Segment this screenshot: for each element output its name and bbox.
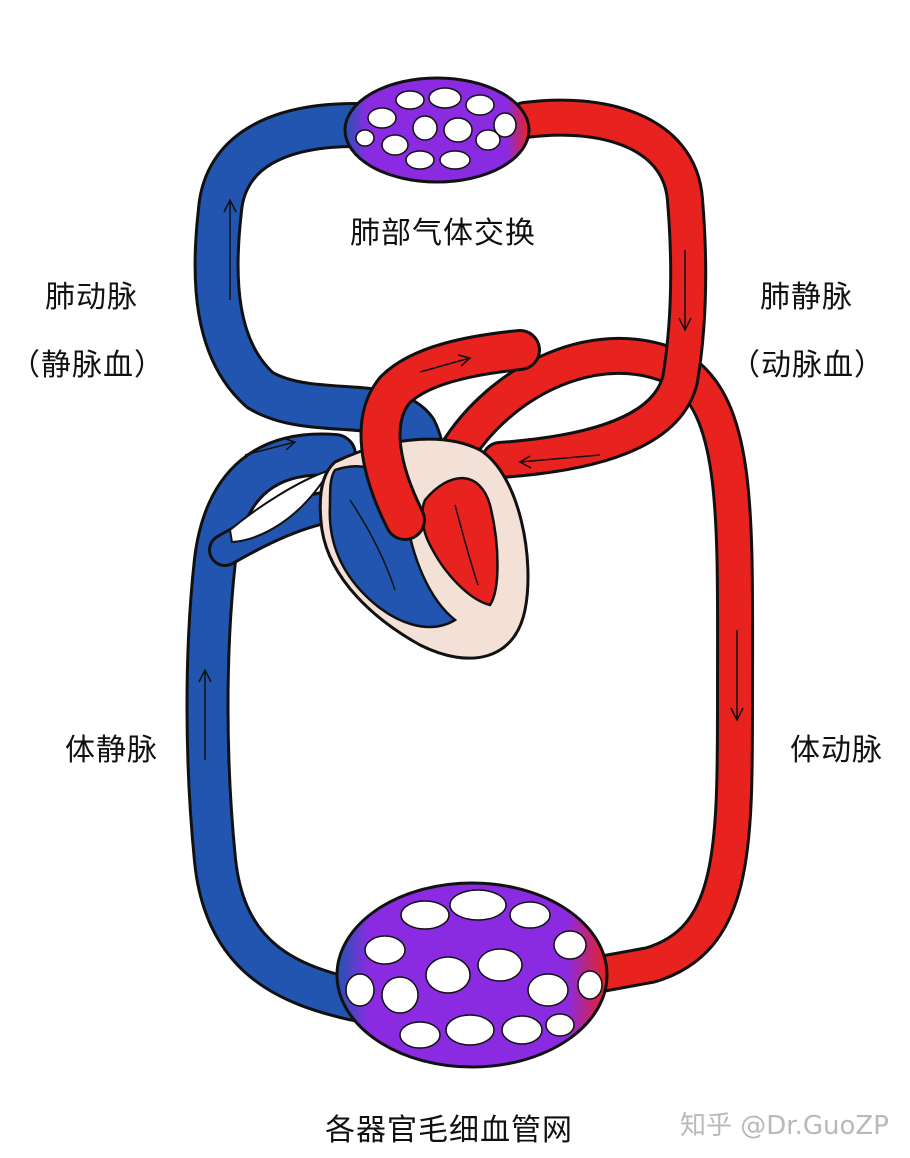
label-systemic-vein: 体静脉 <box>65 733 158 768</box>
pulmonary-artery-vessel <box>193 102 446 543</box>
label-pulmonary-artery-note: （静脉血） <box>10 348 165 383</box>
systemic-vein-vessel <box>185 432 377 1022</box>
arrow-aorta <box>419 354 472 373</box>
arrow-pulmonary-vein <box>678 250 692 332</box>
lung-capillary-network <box>343 76 531 184</box>
pulmonary-vein-vessel <box>481 98 708 479</box>
left-ventricle <box>421 476 499 607</box>
label-organ-capillaries: 各器官毛细血管网 <box>325 1113 573 1148</box>
arrow-pulmonary-return <box>518 454 601 469</box>
label-pulmonary-vein: 肺静脉 <box>760 280 853 315</box>
systemic-artery-vessel <box>436 336 755 994</box>
label-pulmonary-artery: 肺动脉 <box>45 280 138 315</box>
label-lung-exchange: 肺部气体交换 <box>350 216 536 251</box>
arrow-vena-cava <box>244 437 297 456</box>
arrow-pulmonary-artery <box>223 198 237 300</box>
heart <box>318 437 530 660</box>
arrow-systemic-vein <box>198 668 212 760</box>
flow-arrows <box>198 198 744 760</box>
watermark: 知乎 @Dr.GuoZP <box>680 1111 889 1141</box>
aortic-arch <box>359 329 541 541</box>
label-pulmonary-vein-note: （动脉血） <box>730 348 885 383</box>
organ-capillary-network <box>335 881 609 1069</box>
label-systemic-artery: 体动脉 <box>790 733 883 768</box>
arrow-systemic-artery <box>730 630 744 722</box>
